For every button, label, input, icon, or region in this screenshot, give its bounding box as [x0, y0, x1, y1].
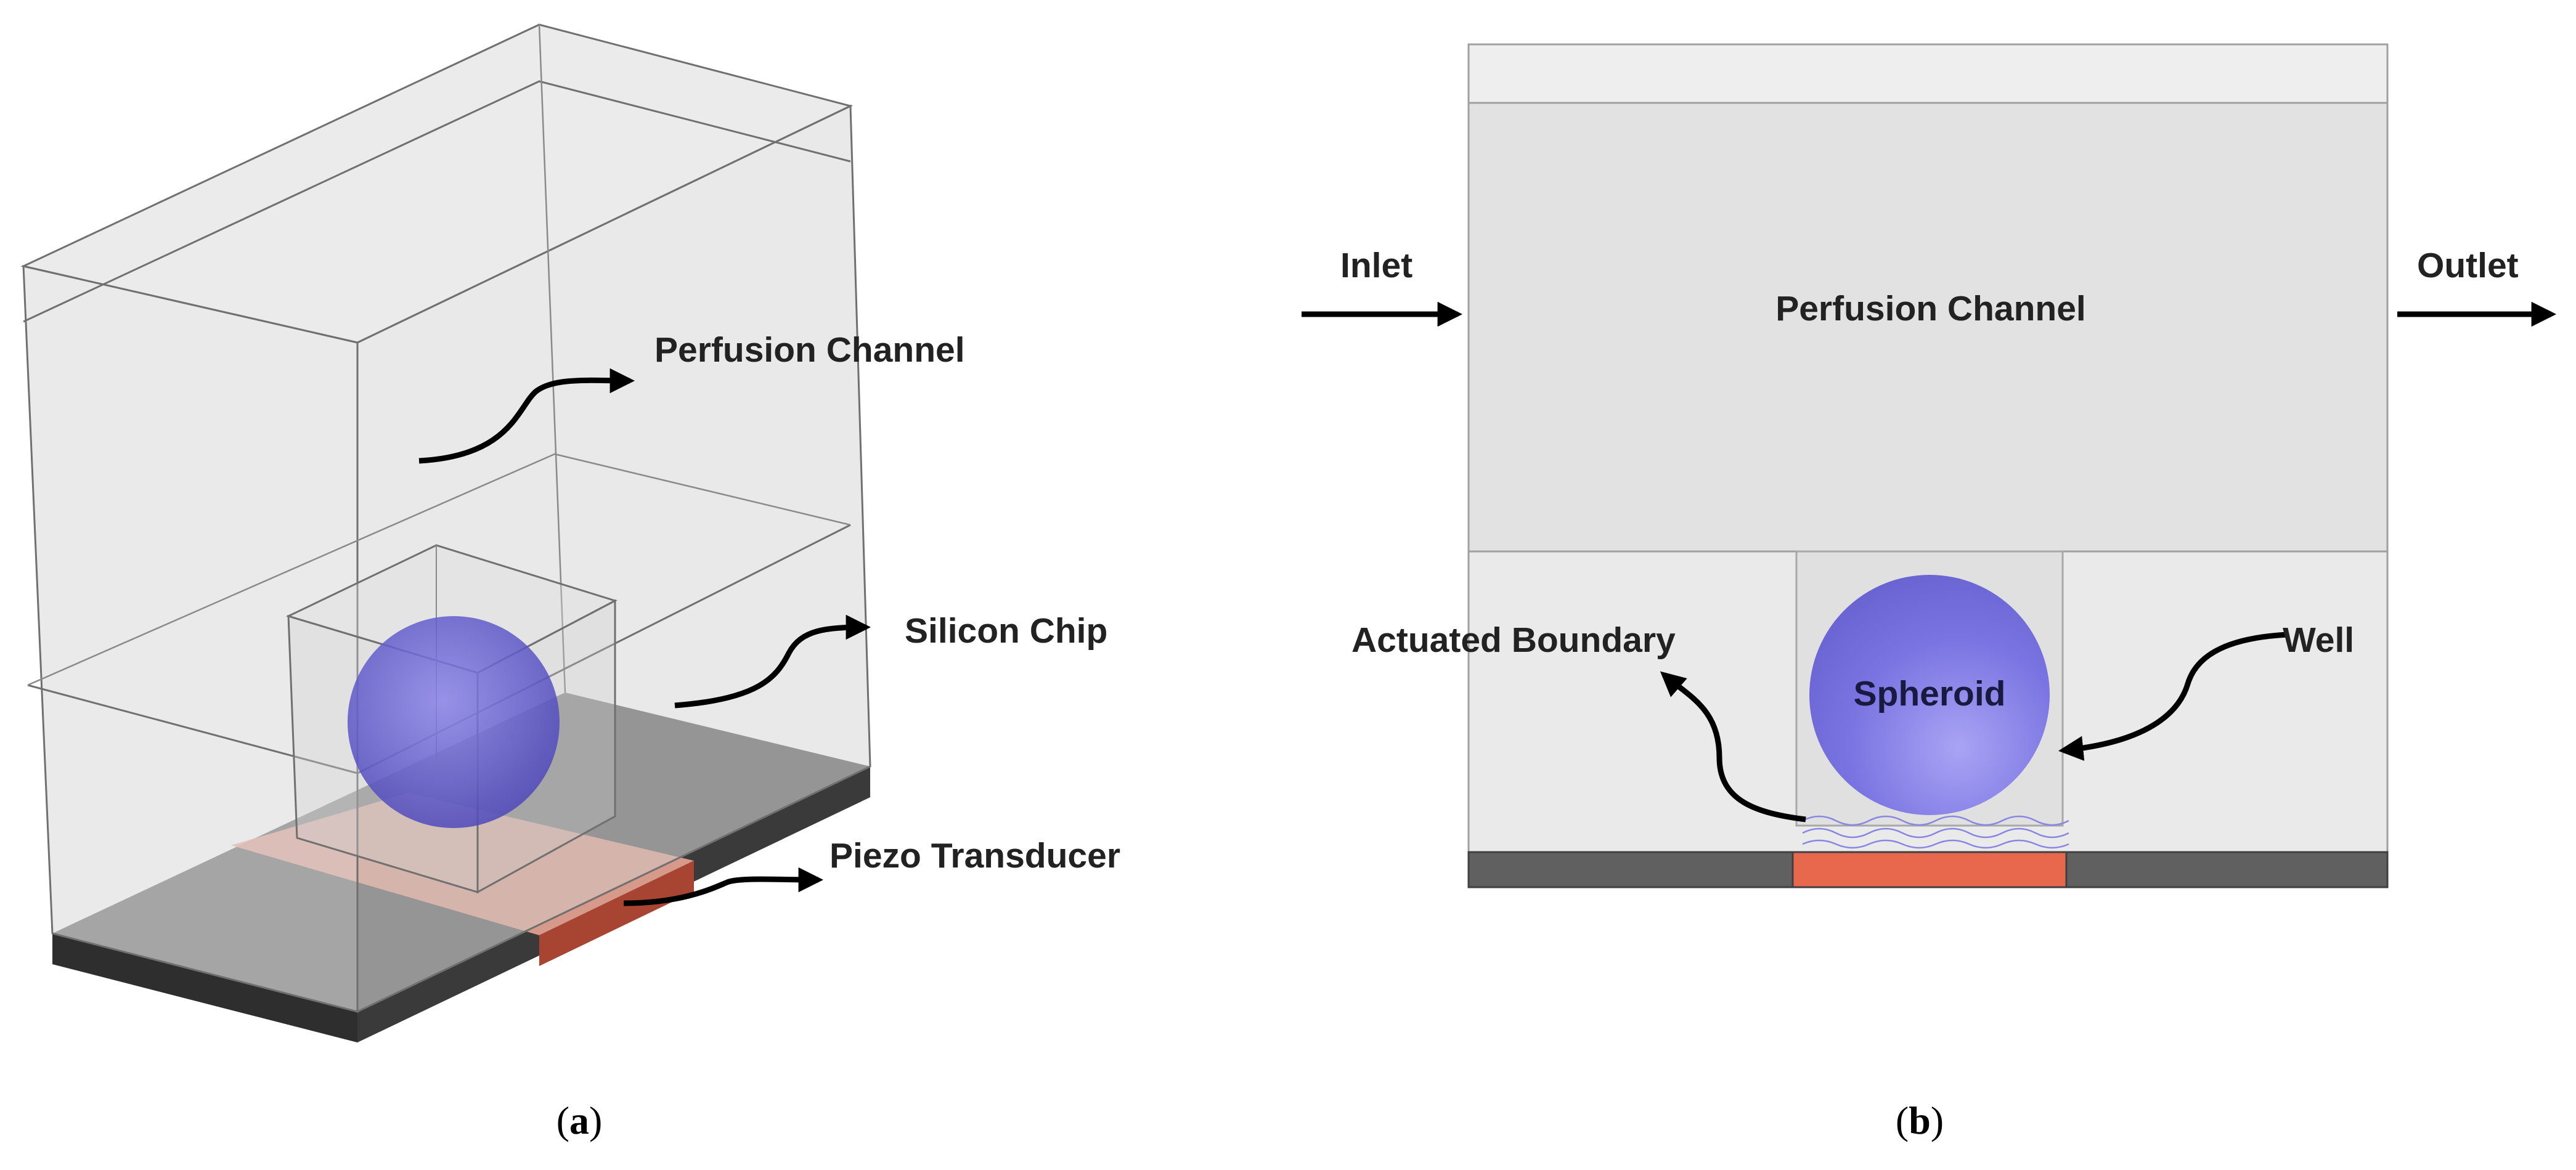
- well-arrow: [2058, 632, 2288, 761]
- panel-a-3d-view: Perfusion Channel Silicon Chip Piezo Tra…: [20, 23, 1120, 1142]
- label-perfusion-channel-b: Perfusion Channel: [1775, 289, 2086, 328]
- piezo-right-side: [539, 861, 694, 966]
- label-silicon-chip: Silicon Chip: [905, 611, 1107, 651]
- piezo-transducer-arrow: [623, 867, 824, 906]
- top-lid: [1467, 43, 2389, 104]
- label-inlet: Inlet: [1340, 246, 1412, 285]
- caption-b: (b): [1896, 1099, 1944, 1142]
- caption-a: (a): [556, 1099, 603, 1142]
- wave-line-1: [1802, 815, 2069, 826]
- back-edge: [538, 24, 566, 693]
- base-right-b: [2065, 851, 2389, 888]
- panel-b-cross-section: Inlet Outlet Perfusion Channel Actuated …: [1302, 43, 2557, 1142]
- base-left-b: [1467, 851, 1794, 888]
- acoustic-waves: [1802, 815, 2069, 849]
- label-piezo-transducer: Piezo Transducer: [829, 836, 1120, 875]
- spheroid-3d: [348, 616, 560, 828]
- label-outlet: Outlet: [2417, 246, 2519, 285]
- silicon-chip-arrow: [674, 614, 871, 709]
- piezo-b: [1791, 851, 2068, 888]
- actuated-boundary-arrow: [1660, 671, 1806, 823]
- glass-top-face: [20, 23, 854, 344]
- perfusion-channel-arrow: [418, 368, 635, 464]
- label-spheroid: Spheroid: [1853, 674, 2005, 713]
- label-well: Well: [2283, 620, 2354, 660]
- label-actuated-boundary: Actuated Boundary: [1351, 620, 1676, 660]
- lid-layer-line: [23, 80, 851, 323]
- interface-plane: [27, 684, 358, 774]
- wave-line-2: [1802, 827, 2069, 839]
- label-perfusion-channel-a: Perfusion Channel: [654, 330, 965, 370]
- perfusion-channel-b: [1467, 102, 2389, 553]
- interface-plane-3: [27, 453, 851, 686]
- spheroid-b: [1809, 575, 2050, 815]
- base-plate-front-side: [52, 933, 357, 1042]
- wave-line-3: [1802, 839, 2069, 849]
